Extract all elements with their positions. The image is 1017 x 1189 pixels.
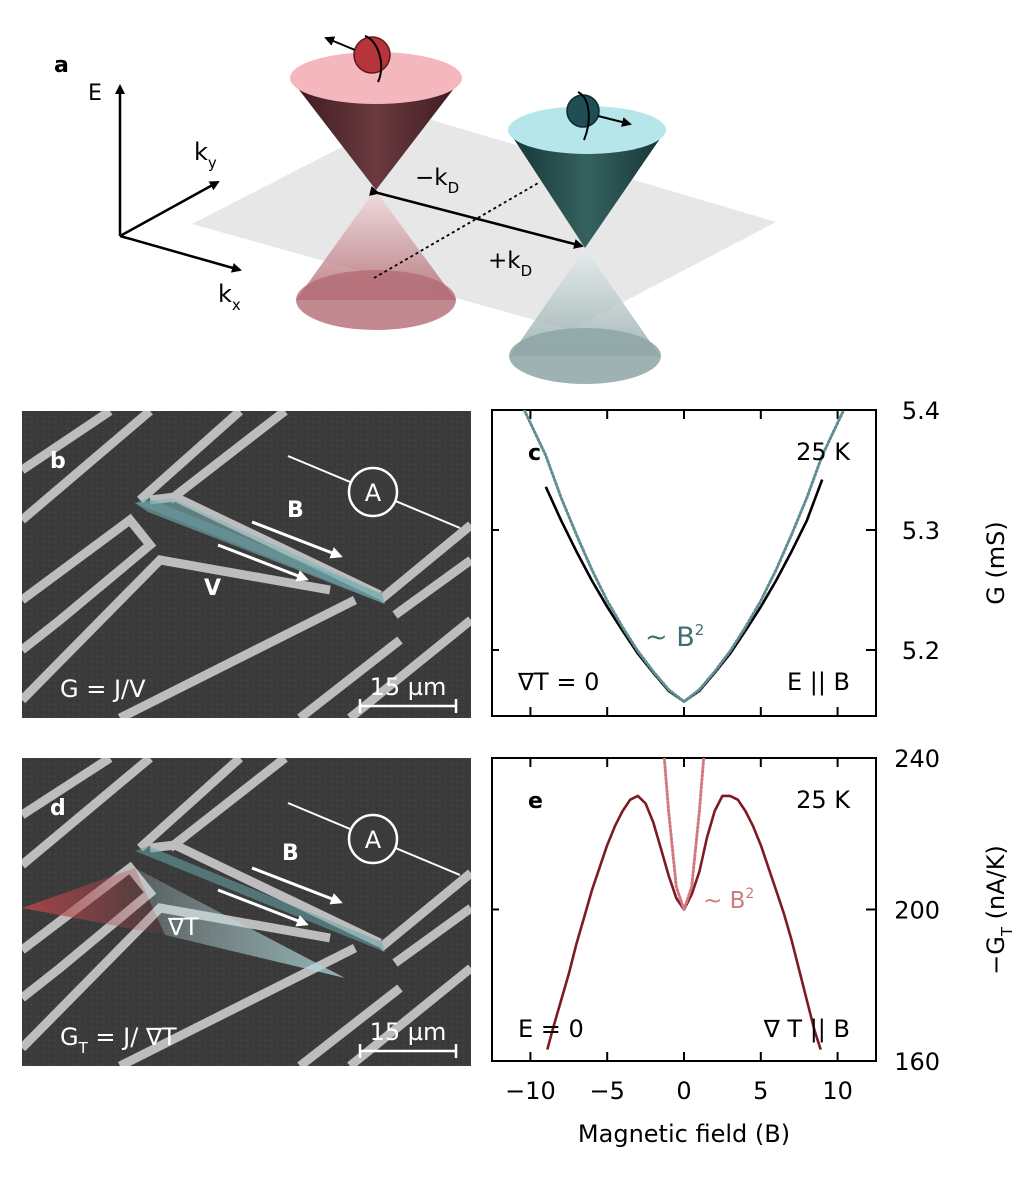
red-upper-cone	[290, 52, 462, 190]
ammeter-label-d: A	[365, 826, 382, 854]
x-tick-label: 0	[676, 1077, 691, 1105]
panel-e-tag: e	[528, 789, 543, 814]
gradient-t-label: ∇T	[167, 913, 199, 941]
ammeter-circle-d	[347, 813, 399, 865]
panel-b-sem-image: A B V b G = J/V 15 µm	[22, 411, 471, 718]
field-b-label-d: B	[282, 841, 299, 866]
fit-curve-b-squared	[522, 410, 846, 704]
axis-kx-label: kx	[218, 280, 241, 314]
red-spin-particle	[324, 35, 391, 83]
x-axis-label: Magnetic field (B)	[578, 1120, 790, 1148]
x-tick-label: 10	[822, 1077, 853, 1105]
fit-curve-b-squared	[662, 758, 706, 911]
annotation-right-c: E || B	[787, 668, 850, 696]
ammeter-label-b: A	[365, 479, 382, 507]
temperature-e: 25 K	[796, 786, 851, 814]
x-ticks-c	[529, 410, 839, 716]
temperature-c: 25 K	[796, 438, 851, 466]
axis-ky-label: ky	[194, 138, 217, 172]
minus-kd-label: −kD	[415, 165, 459, 197]
x-tick-label: −5	[590, 1077, 625, 1105]
annotation-left-c: ∇T = 0	[517, 668, 599, 696]
panel-b-tag: b	[50, 449, 66, 474]
scale-bar-label-d: 15 µm	[370, 1018, 447, 1046]
momentum-axes: E ky kx	[88, 81, 242, 314]
fit-label-e: ~ B2	[703, 886, 754, 914]
series-e	[546, 758, 822, 1050]
panel-e-thermal-chart: 160 200 240 −10 −5 0 5 10 e 25 K E = 0 ∇ T || …	[491, 745, 1016, 1148]
y-axis-label-c: G (mS)	[982, 521, 1010, 605]
y-tick-label: 5.4	[902, 397, 940, 425]
teal-spin-particle	[566, 91, 632, 141]
x-tick-label: 5	[753, 1077, 768, 1105]
kd-dotted-line	[373, 181, 541, 279]
sample-channel-d	[135, 846, 385, 952]
kd-arrow	[368, 186, 584, 249]
field-b-label-b: B	[287, 498, 304, 523]
plot-frame-c	[491, 409, 877, 717]
annotation-left-e: E = 0	[518, 1015, 584, 1043]
thermal-wedge-teal	[135, 868, 345, 978]
conductance-formula: G = J/V	[60, 675, 146, 703]
annotation-right-e: ∇ T || B	[763, 1015, 850, 1043]
y-axis-label-e: −GT (nA/K)	[982, 845, 1016, 975]
y-ticks-e: 160 200 240	[492, 745, 940, 1076]
plus-kd-label: +kD	[488, 248, 532, 280]
series-c	[522, 410, 846, 704]
scale-bar-d	[358, 1044, 458, 1058]
voltage-v-label: V	[204, 576, 221, 601]
y-tick-label: 160	[894, 1048, 940, 1076]
x-ticks-e: −10 −5 0 5 10	[505, 758, 853, 1105]
thermal-wedge-red	[22, 868, 165, 935]
sem-electrodes-b	[22, 411, 471, 718]
x-tick-label: −10	[505, 1077, 556, 1105]
panel-d-tag: d	[50, 796, 66, 821]
axis-e-label: E	[88, 81, 102, 106]
y-ticks-c: 5.2 5.3 5.4	[492, 397, 940, 665]
panel-c-conductance-chart: 5.2 5.3 5.4 c 25 K ∇T = 0 E || B ~ B2 G (m…	[491, 397, 1010, 717]
panel-d-sem-image: A B ∇T d GT = J/ ∇T 15 µm	[22, 758, 471, 1066]
scale-bar-b	[358, 699, 458, 713]
y-tick-label: 5.2	[902, 637, 940, 665]
scale-bar-label-b: 15 µm	[370, 673, 447, 701]
panel-a-dirac-cones: a E ky kx	[54, 35, 776, 384]
y-tick-label: 200	[894, 897, 940, 925]
thermal-conductance-formula: GT = J/ ∇T	[60, 1023, 177, 1057]
y-tick-label: 240	[894, 745, 940, 773]
fit-label-c: ~ B2	[645, 621, 704, 653]
y-tick-label: 5.3	[902, 517, 940, 545]
panel-c-tag: c	[528, 441, 541, 466]
panel-a-tag: a	[54, 53, 69, 78]
teal-lower-cone	[509, 248, 661, 384]
ammeter-circle-b	[347, 466, 399, 518]
sample-channel-b	[135, 498, 385, 604]
